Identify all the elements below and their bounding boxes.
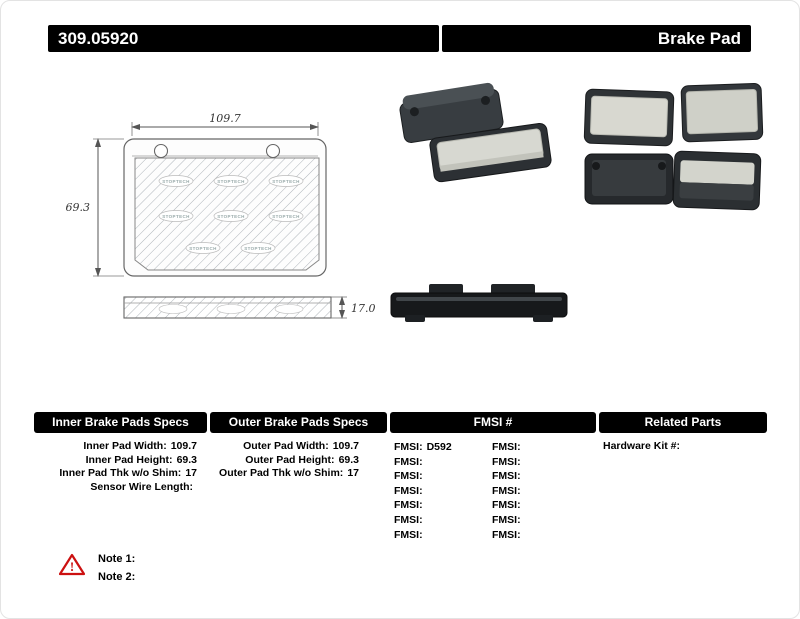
brand-logo-text: STOPTECH [162,179,190,184]
warning-exclamation-glyph: ! [70,559,74,574]
technical-drawing-and-photos: STOPTECH STOPTECH STOPTECH STOPTECH STOP… [66,82,764,322]
note-1: Note 1: [98,553,136,565]
height-dimension-label: 69.3 [66,201,91,214]
fmsi-label: FMSI: [492,441,521,453]
fmsi-row: FMSI: FMSI: [390,498,596,513]
photo-pads-angled-pair [399,82,552,183]
related-part-row: Hardware Kit #: [599,440,767,454]
thickness-dimension: 17.0 [331,296,376,319]
spec-tables: Inner Brake Pads Specs Inner Pad Width:1… [1,412,800,552]
spec-value: 109.7 [170,440,197,452]
fmsi-label: FMSI: [394,470,423,483]
fmsi-table: FMSI # FMSI:D592 FMSI: FMSI: FMSI: FMSI:… [390,412,596,542]
fmsi-label: FMSI: [394,441,423,453]
fmsi-label: FMSI: [394,528,423,541]
fmsi-row: FMSI: FMSI: [390,455,596,470]
spec-label: Sensor Wire Length: [90,480,193,493]
brand-logo-text: STOPTECH [217,214,245,219]
fmsi-label: FMSI: [394,484,423,497]
brand-logo-text: STOPTECH [272,179,300,184]
spec-value: 17 [347,467,359,479]
note-2: Note 2: [98,570,136,583]
thickness-dimension-label: 17.0 [351,302,376,315]
fmsi-row: FMSI: FMSI: [390,484,596,499]
spec-label: Inner Pad Width: [83,440,167,452]
outer-specs-header: Outer Brake Pads Specs [210,412,387,433]
note-lines: Note 1: Note 2: [98,551,135,586]
warning-icon: ! [59,553,85,576]
spec-label: Inner Pad Thk w/o Shim: [59,467,182,479]
fmsi-label: FMSI: [492,499,521,512]
inner-specs-table: Inner Brake Pads Specs Inner Pad Width:1… [34,412,207,494]
fmsi-row: FMSI: FMSI: [390,469,596,484]
related-parts-header: Related Parts [599,412,767,433]
brand-logo-text: STOPTECH [272,214,300,219]
outer-spec-row: Outer Pad Height:69.3 [210,454,359,468]
mounting-hole-left [153,143,169,159]
inner-spec-row: Inner Pad Height:69.3 [34,454,197,468]
fmsi-value: D592 [426,441,452,453]
outer-specs-table: Outer Brake Pads Specs Outer Pad Width:1… [210,412,387,481]
inner-spec-row: Inner Pad Thk w/o Shim:17 [34,467,197,481]
spec-value: 69.3 [338,453,359,466]
fmsi-label: FMSI: [394,499,423,512]
brand-watermarks: STOPTECH STOPTECH STOPTECH STOPTECH STOP… [158,175,304,254]
spec-value: 69.3 [176,453,197,466]
height-dimension: 69.3 [66,138,124,277]
side-view-drawing: 17.0 [123,296,376,319]
brand-logo-text: STOPTECH [244,246,272,251]
related-parts-table: Related Parts Hardware Kit #: [599,412,767,454]
notes-section: ! Note 1: Note 2: [59,551,135,586]
brand-logo-text: STOPTECH [162,214,190,219]
fmsi-label: FMSI: [394,513,423,526]
front-view-drawing: STOPTECH STOPTECH STOPTECH STOPTECH STOP… [66,112,327,277]
fmsi-row: FMSI: FMSI: [390,528,596,543]
fmsi-label: FMSI: [492,484,521,497]
spec-label: Inner Pad Height: [85,453,173,466]
width-dimension: 109.7 [131,112,319,136]
fmsi-label: FMSI: [394,455,423,468]
inner-spec-row: Sensor Wire Length: [34,481,197,495]
spec-value: 109.7 [332,440,359,452]
inner-specs-header: Inner Brake Pads Specs [34,412,207,433]
related-label: Hardware Kit #: [603,440,681,452]
product-name: Brake Pad [442,25,751,52]
fmsi-label: FMSI: [492,455,521,468]
width-dimension-label: 109.7 [209,112,241,125]
outer-spec-row: Outer Pad Thk w/o Shim:17 [210,467,359,481]
photo-pad-edge-view [390,284,568,322]
brand-logo-text: STOPTECH [189,246,217,251]
spec-value: 17 [185,467,197,479]
outer-spec-row: Outer Pad Width:109.7 [210,440,359,454]
fmsi-label: FMSI: [492,528,521,541]
fmsi-row: FMSI:D592 FMSI: [390,440,596,455]
fmsi-label: FMSI: [492,513,521,526]
spec-label: Outer Pad Width: [243,440,329,452]
fmsi-row: FMSI: FMSI: [390,513,596,528]
fmsi-label: FMSI: [492,470,521,483]
spec-label: Outer Pad Height: [245,453,335,466]
part-number: 309.05920 [48,25,439,52]
spec-label: Outer Pad Thk w/o Shim: [219,467,344,479]
fmsi-header: FMSI # [390,412,596,433]
inner-spec-row: Inner Pad Width:109.7 [34,440,197,454]
photo-pads-grid [583,82,764,211]
brand-logo-text: STOPTECH [217,179,245,184]
mounting-hole-right [265,143,281,159]
